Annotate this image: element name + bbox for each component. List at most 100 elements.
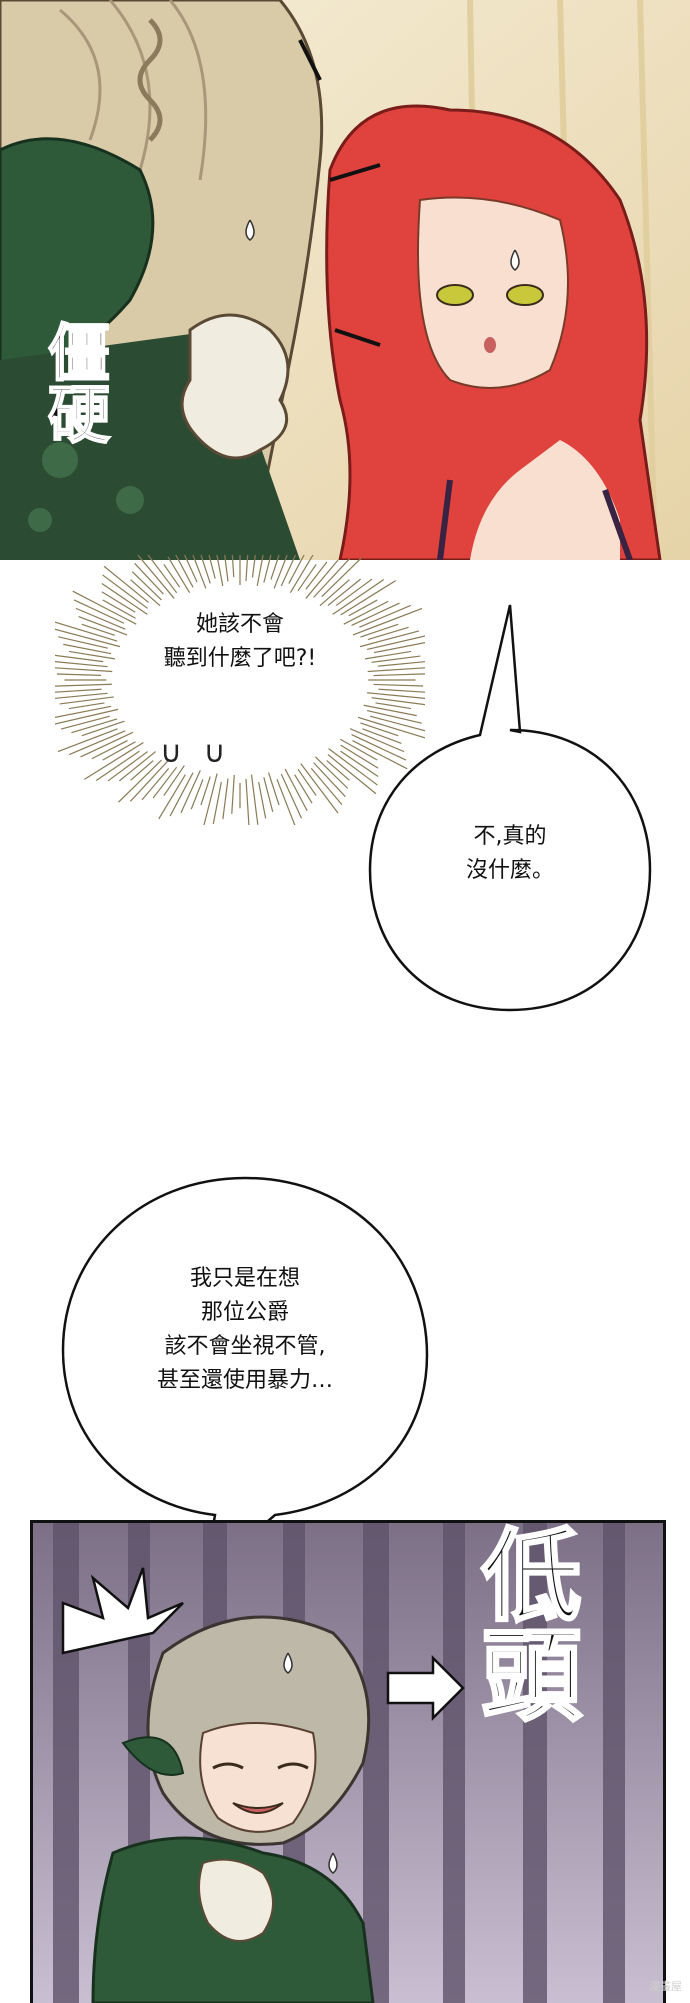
burst-ray [101,582,148,615]
burst-ray [103,565,149,603]
sfx-lower-head-text: 低頭 [463,1523,584,1725]
burst-ray [224,555,229,582]
burst-ray [68,650,116,660]
burst-ray [55,621,118,642]
burst-ray [245,778,250,825]
burst-ray [258,781,267,819]
burst-ray [276,779,296,825]
burst-ray [200,776,211,806]
burst-ray [169,772,194,817]
sfx-stiff-text: 僵硬 [36,319,111,445]
shock-bubble-text: 她該不會 聽到什麼了吧?! [163,612,317,671]
burst-ray [91,740,128,760]
sweat-marks: ∪ ∪ [160,735,232,770]
burst-ray [349,728,405,753]
burst-ray [343,600,389,625]
burst-ray [71,718,118,734]
burst-ray [327,754,377,795]
burst-ray [137,555,175,599]
burst-ray [56,673,102,676]
burst-ray [305,561,328,590]
burst-ray [313,762,346,797]
burst-ray [367,692,425,699]
burst-ray [273,555,288,589]
burst-ray [351,733,407,761]
burst-ray [216,555,224,586]
burst-ray [314,756,349,789]
burst-ray [152,766,178,799]
shock-burst-bubble [55,555,425,825]
burst-ray [245,555,249,582]
burst-ray [326,760,350,781]
burst-ray [371,697,425,706]
burst-ray [360,623,399,638]
burst-ray [377,661,425,667]
burst-ray [339,738,378,761]
burst-ray [332,579,385,615]
burst-ray [60,715,110,730]
burst-ray [84,741,144,780]
burst-ray [130,579,161,607]
burst-ray [55,708,119,725]
burst-ray [294,774,313,804]
burst-ray [270,555,280,580]
burst-ray [63,643,112,655]
burst-ray [118,759,162,803]
burst-ray [321,557,362,598]
burst-ray [129,758,170,802]
burst-ray [55,661,108,668]
burst-ray [310,768,343,806]
burst-ray [55,683,112,687]
burst-ray [288,555,305,584]
burst-ray [180,770,201,814]
burst-ray [208,555,216,579]
burst-ray [367,626,409,641]
burst-ray [373,641,425,654]
burst-ray [102,599,136,619]
burst-ray [55,705,112,718]
burst-ray [371,655,421,663]
burst-ray [134,563,164,595]
burst-ray [300,763,339,814]
burst-ray [158,774,186,820]
burst-ray [200,555,211,584]
burst-ray [222,778,229,820]
burst-ray [212,781,222,825]
burst-ray [55,654,104,663]
burst-ray [360,722,399,737]
burst-ray [80,731,134,758]
burst-ray [267,772,280,806]
burst-ray [378,688,425,693]
burst-ray [263,777,274,812]
burst-ray [119,751,156,782]
burst-ray [107,751,148,782]
watermark: 漫畫屋 [649,1980,682,1993]
burst-ray [55,628,121,648]
top-panel: 僵硬 [0,0,690,560]
burst-ray [348,599,378,617]
burst-ray [163,765,185,796]
burst-ray [366,710,422,724]
burst-ray [231,774,235,814]
burst-ray [102,574,148,609]
burst-ray [81,720,125,737]
burst-ray [75,607,126,630]
burst-ray [55,692,108,699]
burst-ray [95,750,140,781]
burst-ray [370,715,425,732]
burst-ray [57,728,118,753]
bottom-panel-art [33,1523,663,2003]
reply-speech-bubble [368,604,652,1012]
burst-ray [69,730,126,756]
burst-ray [297,564,317,592]
burst-ray [263,555,272,583]
bottom-panel: 低頭 [30,1520,666,2003]
burst-ray [280,773,303,819]
burst-ray [55,688,102,693]
burst-ray [78,615,128,636]
burst-ray [251,555,256,578]
burst-ray [59,696,114,705]
burst-ray [203,773,218,825]
burst-ray [131,571,162,601]
reply-bubble-text: 不,真的 沒什麼。 [465,824,554,883]
